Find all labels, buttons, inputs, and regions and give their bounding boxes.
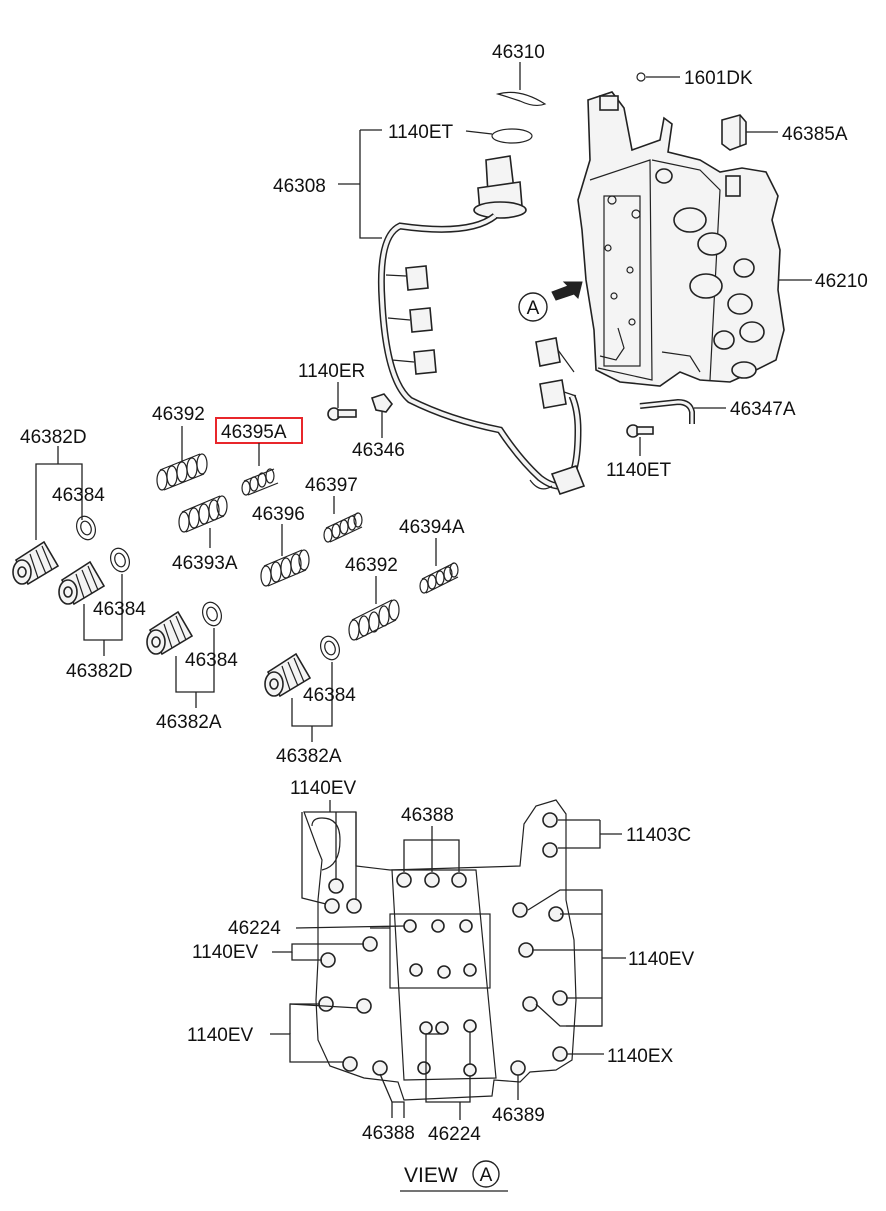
label-46310: 46310 [492, 42, 545, 63]
view-a-marker-label: A [527, 298, 540, 319]
view-a-arrow [551, 281, 583, 301]
label-view-46224-left: 46224 [228, 918, 281, 939]
label-46384-d: 46384 [303, 685, 356, 706]
part-46395a-spring [241, 468, 279, 496]
label-46384-c: 46384 [185, 650, 238, 671]
label-46395a: 46395A [221, 422, 287, 443]
label-1601dk: 1601DK [684, 68, 753, 89]
part-46394a-spring [419, 562, 459, 594]
view-caption-marker-circle [472, 1160, 500, 1188]
label-1140et-top: 1140ET [388, 122, 454, 143]
part-1140et-bolt [626, 424, 654, 438]
label-46393a: 46393A [172, 553, 238, 574]
part-46382d-plug-bottom [58, 560, 106, 606]
view-a-bolts [318, 812, 568, 1077]
label-1140er: 1140ER [298, 361, 365, 382]
label-view-46388-top: 46388 [401, 805, 454, 826]
view-caption-marker-label: A [480, 1165, 493, 1186]
label-46308: 46308 [273, 176, 326, 197]
label-46382d-top: 46382D [20, 427, 87, 448]
label-46382a-b: 46382A [276, 746, 342, 767]
label-46384-b: 46384 [93, 599, 146, 620]
part-46384-washer-a [75, 515, 97, 541]
label-46385a: 46385A [782, 124, 848, 145]
label-46382a-a: 46382A [156, 712, 222, 733]
label-46210: 46210 [815, 271, 868, 292]
label-view-1140ev-top: 1140EV [290, 778, 357, 799]
part-46384-washer-c [201, 601, 223, 627]
label-view-1140ex: 1140EX [607, 1046, 674, 1067]
part-46382a-plug-a [146, 610, 194, 656]
label-view-1140ev-left2: 1140EV [187, 1025, 254, 1046]
label-46384-a: 46384 [52, 485, 105, 506]
label-46392-mid: 46392 [345, 555, 398, 576]
label-view-1140ev-left1: 1140EV [192, 942, 259, 963]
part-46385a-block [721, 114, 747, 151]
part-46397-spring [323, 512, 363, 543]
part-46384-washer-d [319, 635, 341, 661]
label-46346: 46346 [352, 440, 405, 461]
part-46382d-plug-top [12, 540, 60, 586]
label-view-11403c: 11403C [626, 825, 691, 846]
part-46347a-pipe [639, 398, 695, 424]
label-46392-top: 46392 [152, 404, 205, 425]
view-a-marker-circle [518, 292, 548, 322]
label-46347a: 46347A [730, 399, 796, 420]
part-1140et-o-ring [491, 128, 533, 144]
view-a-leaders [270, 800, 626, 1120]
part-46310-snap-ring [495, 91, 547, 107]
view-caption-label: VIEW [404, 1164, 458, 1187]
label-46397: 46397 [305, 475, 358, 496]
label-46396: 46396 [252, 504, 305, 525]
part-46382a-plug-b [264, 652, 312, 698]
part-46392-spring-mid [348, 599, 400, 641]
label-view-46389: 46389 [492, 1105, 545, 1126]
label-view-46224-bottom: 46224 [428, 1124, 481, 1145]
part-1601dk-pin [636, 72, 646, 82]
part-46396-spring [260, 549, 310, 587]
label-46394a: 46394A [399, 517, 465, 538]
part-46210-valve-body [577, 91, 785, 387]
part-46393a-spring [178, 495, 228, 533]
part-46384-washer-b [109, 547, 131, 573]
part-46392-spring-top [156, 453, 208, 491]
part-1140er-bolt [327, 407, 357, 421]
label-view-46388-bottom: 46388 [362, 1123, 415, 1144]
label-1140et-bottom: 1140ET [606, 460, 672, 481]
label-view-1140ev-right: 1140EV [628, 949, 695, 970]
part-46346-bracket [370, 393, 394, 413]
label-46382d-bottom: 46382D [66, 661, 133, 682]
part-46308-wiring-harness [377, 155, 586, 495]
